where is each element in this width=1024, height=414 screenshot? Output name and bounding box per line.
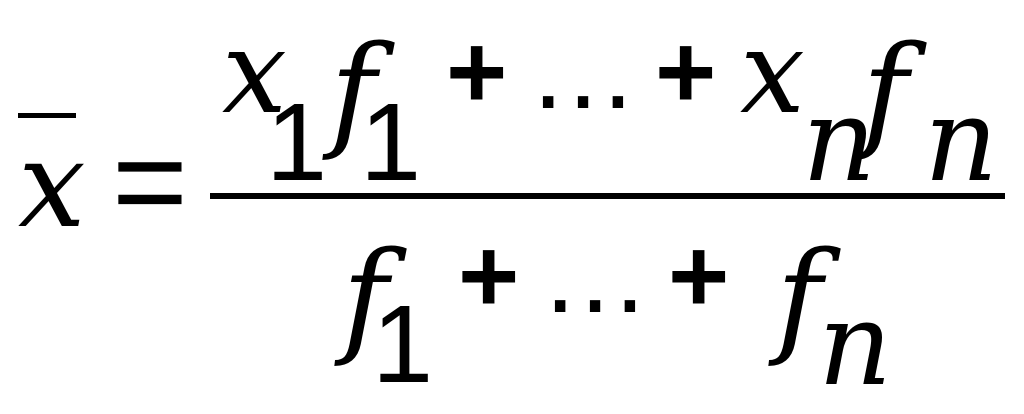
denominator-plus-2: + xyxy=(668,218,729,335)
numerator-fn-subscript: n xyxy=(924,74,998,208)
denominator-fn-subscript: n xyxy=(818,278,892,412)
numerator-xn-variable: x xyxy=(740,6,805,140)
numerator-fn-variable: f xyxy=(854,19,927,164)
denominator-plus-1: + xyxy=(458,218,519,335)
numerator-plus-2: + xyxy=(655,14,716,131)
overbar xyxy=(18,113,76,118)
numerator-x1-subscript: 1 xyxy=(266,81,327,204)
numerator-f1-subscript: 1 xyxy=(360,81,421,204)
fraction-bar xyxy=(210,193,1005,199)
numerator-xn-subscript: n xyxy=(802,74,876,208)
numerator-plus-1: + xyxy=(446,14,507,131)
denominator-ellipsis: … xyxy=(540,213,650,336)
numerator-x1-variable: x xyxy=(222,6,287,140)
numerator-ellipsis: … xyxy=(528,9,638,132)
mean-variable: x xyxy=(18,116,86,255)
equals-sign: = xyxy=(112,108,188,254)
denominator-f1-subscript: 1 xyxy=(372,283,433,406)
